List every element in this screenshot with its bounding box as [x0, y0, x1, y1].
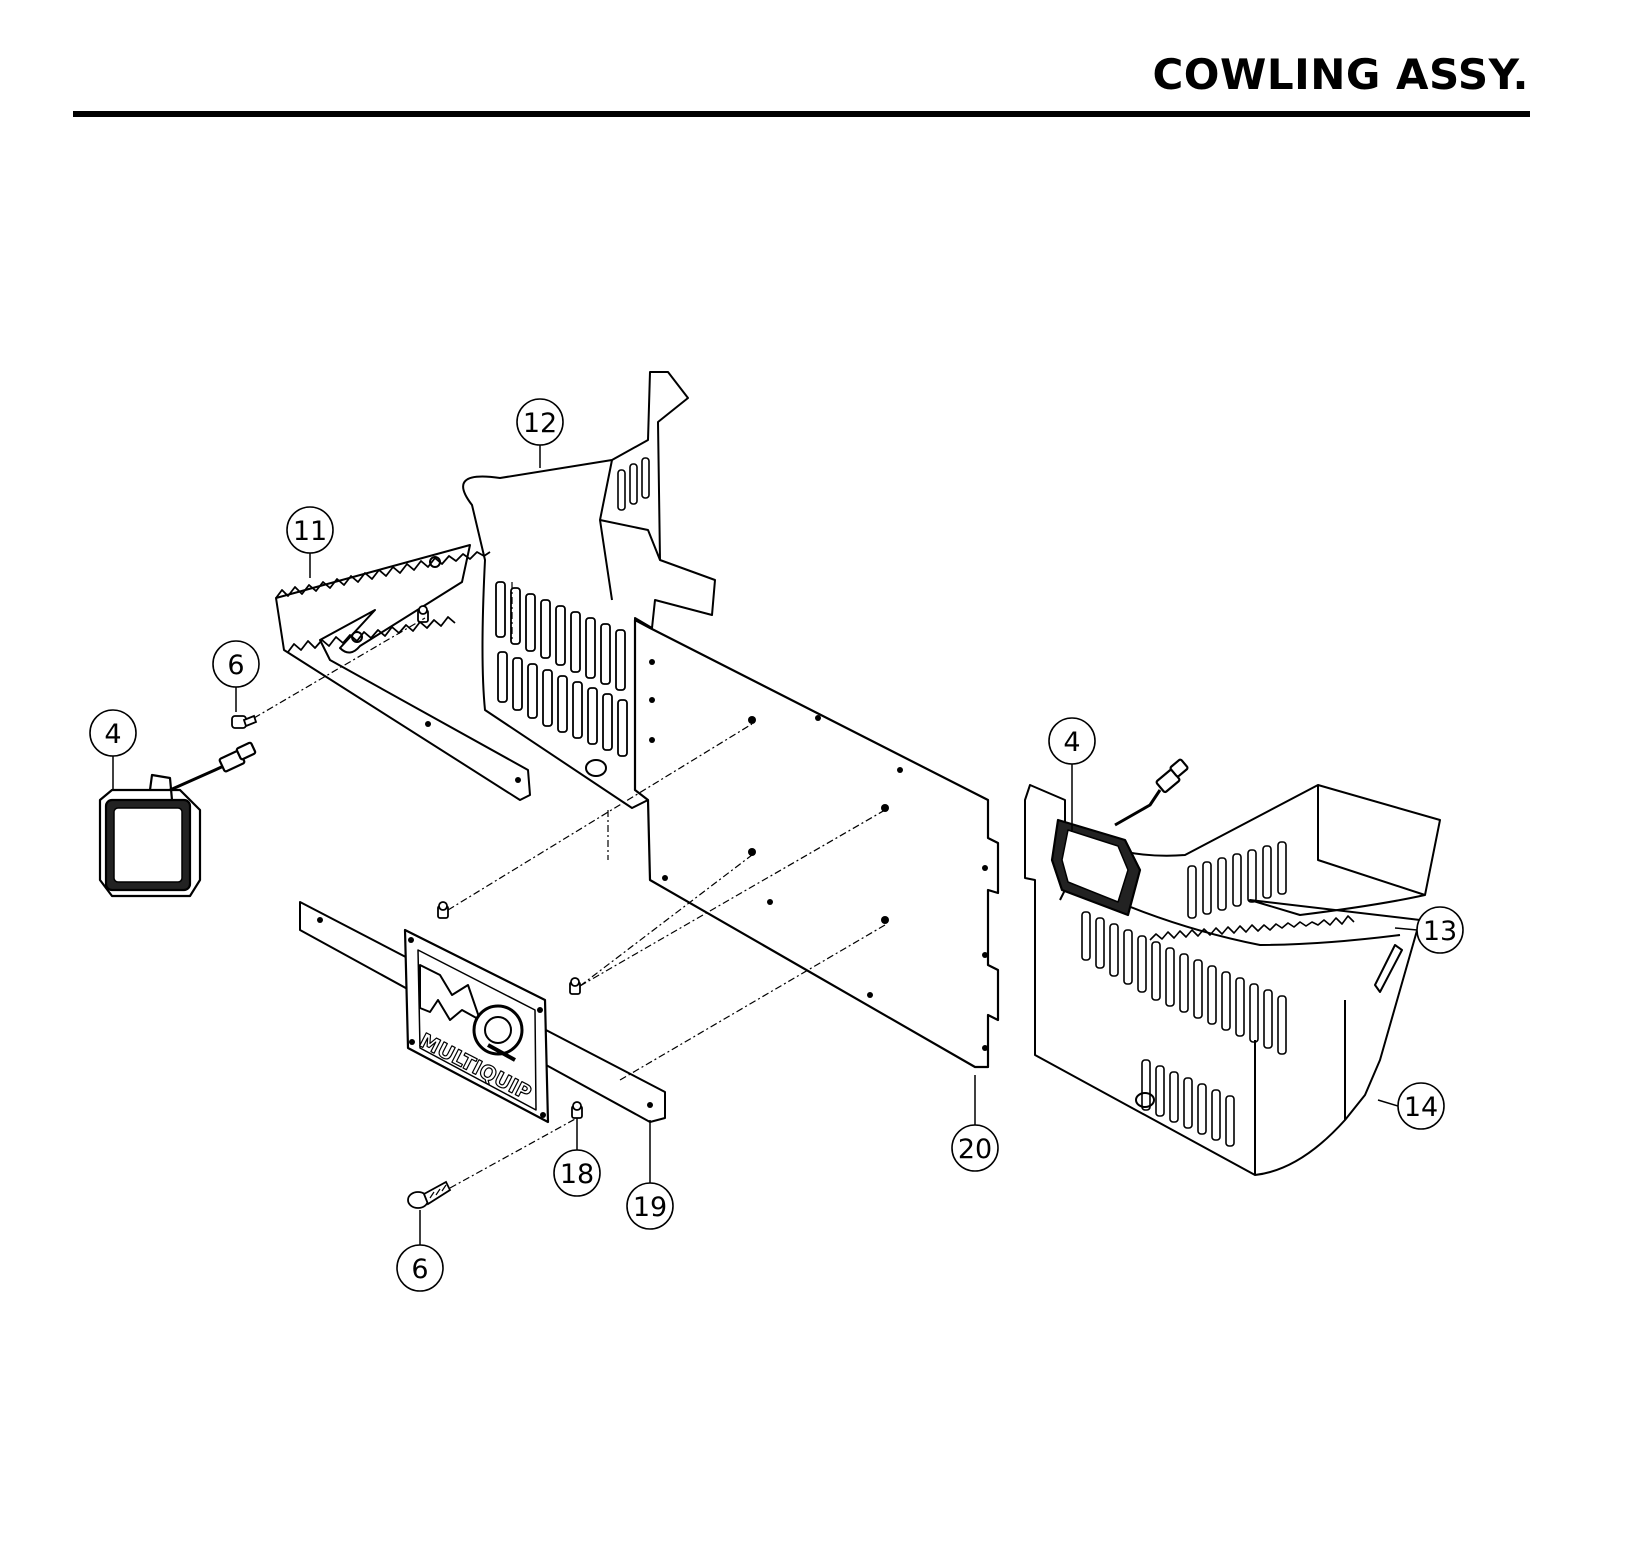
screw-6-upper: [231, 714, 258, 729]
part-20-holes: [649, 659, 988, 1051]
callout-12-label: 12: [523, 408, 557, 439]
callout-6-top: 6: [212, 640, 260, 688]
part-4-left-work-light: [98, 741, 257, 898]
callout-6-bottom: 6: [396, 1244, 444, 1292]
page-title: COWLING ASSY.: [1152, 50, 1529, 99]
stud-mid-2: [569, 977, 581, 995]
title-rule: [73, 111, 1530, 117]
callout-20-label: 20: [958, 1134, 992, 1165]
assembly-centerlines: [253, 582, 886, 1189]
part-20-center-panel: [633, 618, 1000, 1069]
callout-13: 13: [1416, 906, 1464, 954]
callout-4-left: 4: [89, 709, 137, 757]
hardware-fasteners: [231, 605, 583, 1209]
part-14-grille-slots: [1081, 911, 1287, 1147]
stud-18-lower: [571, 1101, 583, 1119]
callout-19-label: 19: [633, 1192, 667, 1223]
part-12-left-cowling: [462, 371, 716, 809]
callout-6-bottom-label: 6: [411, 1254, 428, 1285]
callout-18-label: 18: [560, 1159, 594, 1190]
callout-18: 18: [553, 1149, 601, 1197]
callout-11-label: 11: [293, 516, 327, 547]
callout-4-left-label: 4: [104, 719, 121, 750]
callout-14: 14: [1397, 1082, 1445, 1130]
part-13-upper-grille: [1187, 841, 1287, 919]
callout-13-label: 13: [1423, 916, 1457, 947]
leader-lines: [112, 445, 1418, 1245]
part-4-right-work-light: [1050, 758, 1189, 917]
callout-20: 20: [951, 1124, 999, 1172]
part-11-left-bracket: [275, 544, 531, 801]
callout-12: 12: [516, 398, 564, 446]
callout-4-right: 4: [1048, 717, 1096, 765]
stud-upper: [417, 605, 429, 623]
multiquip-logo-plate: MULTIQUIP: [403, 928, 550, 1124]
callout-4-right-label: 4: [1063, 727, 1080, 758]
callout-6-top-label: 6: [227, 650, 244, 681]
callout-11: 11: [286, 506, 334, 554]
part-12-upper-grille: [617, 457, 650, 511]
screw-6-lower: [407, 1180, 452, 1209]
callout-19: 19: [626, 1182, 674, 1230]
callout-14-label: 14: [1404, 1092, 1438, 1123]
part-12-grille-slots: [495, 581, 628, 757]
stud-mid-1: [437, 901, 449, 919]
